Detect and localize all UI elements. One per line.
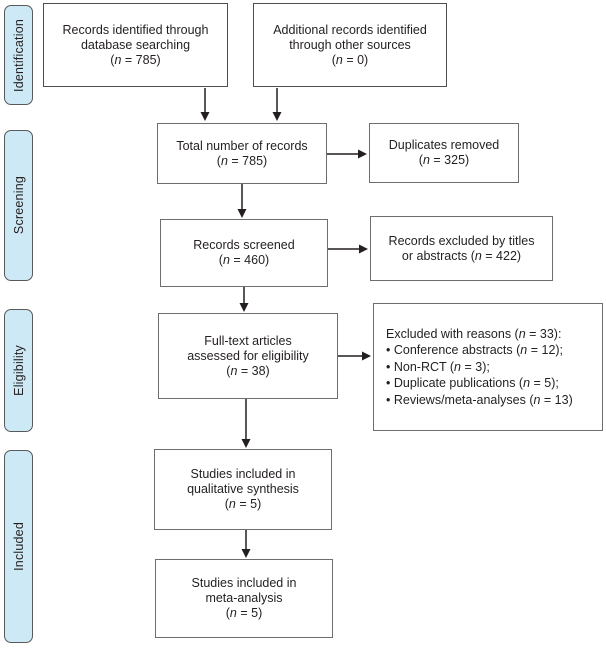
- box-records-screened-text: Records screened(n = 460): [193, 238, 295, 267]
- stage-included: Included: [4, 450, 33, 643]
- stage-screening-label: Screening: [11, 176, 26, 235]
- box-excluded-with-reasons: Excluded with reasons (n = 33):• Confere…: [373, 303, 603, 431]
- box-duplicates-removed-text: Duplicates removed(n = 325): [388, 138, 500, 167]
- box-duplicates-removed: Duplicates removed(n = 325): [369, 123, 519, 183]
- stage-identification-label: Identification: [11, 18, 26, 92]
- box-excluded-with-reasons-text: Excluded with reasons (n = 33):• Confere…: [386, 326, 573, 407]
- stage-identification: Identification: [4, 5, 33, 105]
- box-total-records-text: Total number of records(n = 785): [176, 138, 308, 168]
- box-total-records: Total number of records(n = 785): [157, 123, 327, 184]
- stage-eligibility-label: Eligibility: [11, 345, 26, 396]
- box-records-screened: Records screened(n = 460): [160, 219, 328, 287]
- stage-eligibility: Eligibility: [4, 309, 33, 432]
- stage-screening: Screening: [4, 130, 33, 281]
- stage-included-label: Included: [11, 522, 26, 571]
